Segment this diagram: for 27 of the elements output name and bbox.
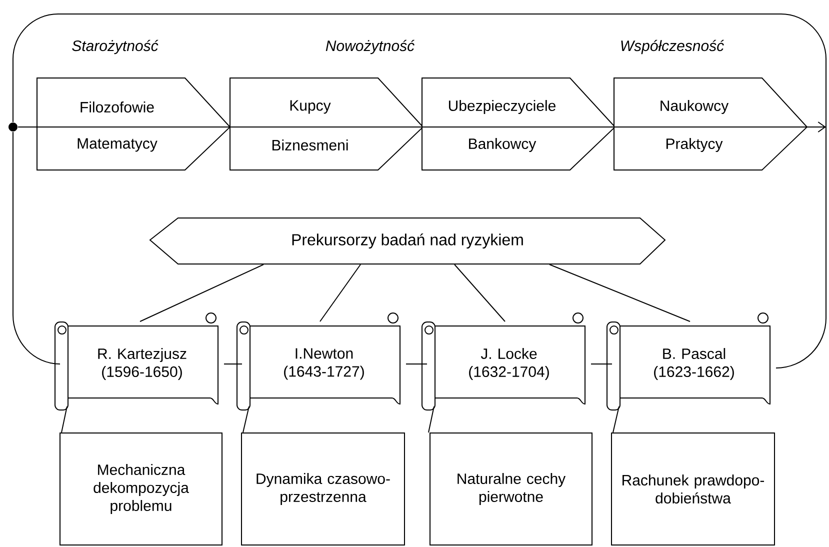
connector (61, 406, 68, 433)
connector (612, 406, 620, 433)
connector (549, 264, 690, 322)
era-label: Nowożytność (326, 40, 414, 54)
connector (320, 264, 361, 322)
chevron-box: Naukowcy Praktycy (614, 78, 808, 170)
scroll-box: R. Kartezjusz (1596-1650) (54, 312, 218, 410)
connector (428, 406, 434, 433)
connector (454, 264, 506, 322)
dot (8, 122, 18, 132)
text-box: Dynamika czasowo-przestrzenna (241, 432, 405, 546)
text-box: Mechaniczna dekompozycja problemu (60, 432, 222, 546)
connector (18, 122, 826, 132)
scroll-box: B. Pascal (1623-1662) (606, 312, 770, 410)
chevron-box: Filozofowie Matematycy (36, 78, 231, 170)
text-box: Naturalne cechy pierwotne (430, 432, 592, 546)
era-label: Starożytność (72, 40, 158, 54)
connector (140, 264, 264, 322)
connector (242, 406, 250, 433)
scroll-box: J. Locke (1632-1704) (422, 312, 586, 410)
scroll-box: I.Newton (1643-1727) (236, 312, 400, 410)
connector (12, 132, 60, 364)
era-label: Współczesność (621, 40, 724, 54)
text-box: Rachunek prawdopo-dobieństwa (611, 432, 775, 546)
chevron-box: Kupcy Biznesmeni (230, 78, 424, 170)
connector (12, 14, 826, 368)
chevron-box: Ubezpieczyciele Bankowcy (422, 78, 616, 170)
